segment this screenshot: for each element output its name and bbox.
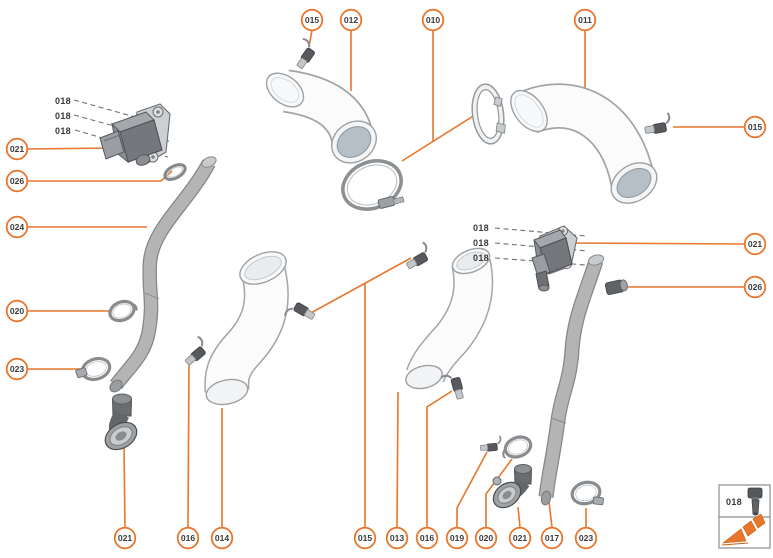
dash-line	[494, 227, 587, 237]
leader-026-left	[27, 170, 173, 182]
callout-023-left[interactable]: 023	[5, 357, 29, 381]
callout-020-left[interactable]: 020	[5, 299, 29, 323]
leader-015-bottom	[308, 257, 412, 528]
part-hose-014	[204, 251, 289, 406]
part-elbow-pipe-012	[265, 69, 377, 164]
fastener-ref-label: 018	[55, 126, 71, 136]
svg-text:023[interactable]: 023	[579, 533, 594, 543]
leader-016-bottom-right	[426, 390, 453, 528]
part-clip-016-right	[439, 371, 466, 403]
leader-020-bottom	[485, 458, 513, 528]
part-hose-013	[405, 247, 494, 390]
part-clip-016-left	[177, 335, 211, 368]
svg-text:026[interactable]: 026	[10, 176, 25, 186]
fastener-ref-label: 018	[55, 111, 71, 121]
fastener-ref-label: 018	[473, 223, 489, 233]
callout-026-right[interactable]: 026	[743, 275, 767, 299]
svg-text:016[interactable]: 016	[181, 533, 196, 543]
svg-text:026[interactable]: 026	[748, 282, 763, 292]
callout-015-right[interactable]: 015	[743, 115, 767, 139]
fastener-ref-label: 018	[55, 96, 71, 106]
callout-021-right[interactable]: 021	[743, 232, 767, 256]
svg-text:013[interactable]: 013	[390, 533, 405, 543]
part-hose-024	[109, 156, 217, 393]
svg-text:021[interactable]: 021	[10, 144, 25, 154]
svg-text:010[interactable]: 010	[426, 15, 441, 25]
legend-ref-label: 018	[726, 497, 742, 507]
part-curved-pipe-011	[510, 83, 658, 204]
fastener-ref-label: 018	[473, 253, 489, 263]
leader-013	[396, 391, 399, 528]
part-clip-015-mid-left	[283, 298, 317, 330]
svg-text:021[interactable]: 021	[748, 239, 763, 249]
svg-text:019[interactable]: 019	[450, 533, 465, 543]
leader-016-bottom-left	[187, 362, 190, 528]
part-elbow-connector-left-021	[104, 393, 138, 451]
part-seal-ring-010	[471, 83, 506, 145]
leader-017	[548, 501, 553, 528]
part-sensor-left-021	[99, 103, 171, 166]
bolt-icon	[747, 487, 763, 516]
part-bushing-026-right	[604, 279, 628, 295]
callout-017[interactable]: 017	[540, 526, 564, 550]
callout-015-top[interactable]: 015	[300, 8, 324, 32]
svg-text:020[interactable]: 020	[10, 306, 25, 316]
part-clamp-020-left	[108, 299, 138, 323]
callout-024[interactable]: 024	[5, 215, 29, 239]
part-clip-015-top	[287, 37, 320, 71]
part-elbow-connector-mid-021	[492, 464, 533, 509]
part-clip-015-right	[641, 111, 673, 137]
svg-text:015[interactable]: 015	[305, 15, 320, 25]
callout-021-bottom-left[interactable]: 021	[113, 526, 137, 550]
part-seal-026-left	[163, 163, 187, 181]
callouts: 015 012 010 011 015 021 026 021 026	[5, 8, 767, 550]
callout-016-bottom-left[interactable]: 016	[176, 526, 200, 550]
part-hose-017	[538, 254, 605, 506]
direction-arrow-icon	[721, 513, 766, 546]
leader-lines	[27, 30, 745, 528]
part-clip-019	[478, 434, 503, 453]
callout-010[interactable]: 010	[421, 8, 445, 32]
svg-text:020[interactable]: 020	[479, 533, 494, 543]
callout-021-bottom-mid[interactable]: 021	[508, 526, 532, 550]
svg-text:015[interactable]: 015	[358, 533, 373, 543]
callout-020-bottom[interactable]: 020	[474, 526, 498, 550]
part-sensor-right-021	[531, 225, 578, 292]
svg-text:021[interactable]: 021	[118, 533, 133, 543]
callout-023-bottom[interactable]: 023	[574, 526, 598, 550]
legend-box: 018	[718, 484, 771, 549]
fastener-ref-label: 018	[473, 238, 489, 248]
leader-021-bottom-left	[123, 445, 126, 528]
callout-019[interactable]: 019	[445, 526, 469, 550]
part-clip-015-mid-right	[400, 240, 434, 272]
callout-012[interactable]: 012	[339, 8, 363, 32]
svg-text:011[interactable]: 011	[578, 15, 592, 25]
leader-010	[401, 30, 479, 162]
svg-text:021[interactable]: 021	[513, 533, 528, 543]
svg-text:016[interactable]: 016	[420, 533, 435, 543]
part-clamp-023-left	[75, 356, 112, 382]
callout-015-bottom[interactable]: 015	[353, 526, 377, 550]
callout-011[interactable]: 011	[573, 8, 597, 32]
svg-text:012[interactable]: 012	[344, 15, 359, 25]
fastener-ref-labels: 018 018 018 018 018 018	[55, 96, 489, 263]
part-hose-clamp-large	[341, 159, 405, 211]
svg-text:015[interactable]: 015	[748, 122, 763, 132]
part-clamp-020-right	[502, 435, 533, 459]
leader-021-left	[27, 147, 114, 150]
callout-021-left[interactable]: 021	[5, 137, 29, 161]
svg-text:024[interactable]: 024	[10, 222, 25, 232]
svg-text:017[interactable]: 017	[545, 533, 560, 543]
callout-026-left[interactable]: 026	[5, 169, 29, 193]
callout-016-bottom-right[interactable]: 016	[415, 526, 439, 550]
svg-text:023[interactable]: 023	[10, 364, 25, 374]
svg-text:014[interactable]: 014	[215, 533, 230, 543]
part-clamp-023-right	[570, 480, 604, 506]
callout-014[interactable]: 014	[210, 526, 234, 550]
leader-019	[456, 451, 488, 528]
callout-013[interactable]: 013	[385, 526, 409, 550]
leader-021-right	[571, 242, 745, 245]
leader-021-bottom-mid	[517, 506, 521, 528]
